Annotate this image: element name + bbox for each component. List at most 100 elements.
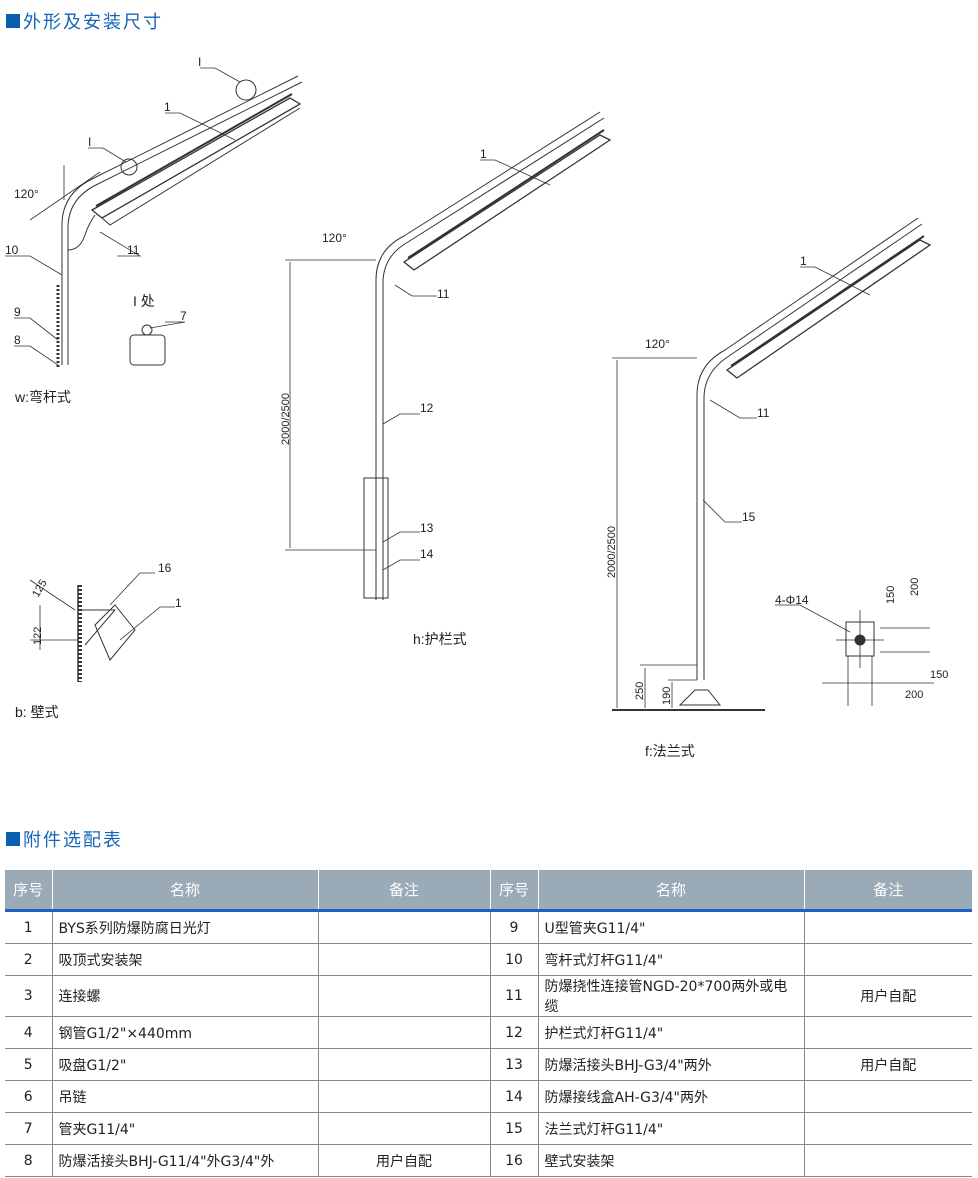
cell-remark xyxy=(318,1080,491,1113)
label-150b: 150 xyxy=(930,669,948,681)
header-no: 序号 xyxy=(5,870,53,912)
cell-remark xyxy=(318,1016,491,1049)
label-12: 12 xyxy=(420,401,434,415)
label-i-mid: I xyxy=(88,135,91,149)
cell-no: 1 xyxy=(5,910,53,944)
label-200a: 200 xyxy=(909,578,921,596)
cell-remark xyxy=(318,943,491,976)
label-1: 1 xyxy=(480,147,487,161)
cell-no: 9 xyxy=(490,910,539,944)
label-125: 125 xyxy=(30,578,50,600)
cell-no: 16 xyxy=(490,1144,539,1177)
cell-remark xyxy=(318,1048,491,1081)
section-title-text: 外形及安装尺寸 xyxy=(23,12,163,33)
cell-no: 7 xyxy=(5,1112,53,1145)
cell-no: 14 xyxy=(490,1080,539,1113)
label-i-top: I xyxy=(198,55,201,69)
cell-remark: 用户自配 xyxy=(804,975,972,1017)
label-9: 9 xyxy=(14,305,21,319)
cell-name: 管夹G11/4" xyxy=(52,1112,319,1145)
cell-name: 防爆活接头BHJ-G11/4"外G3/4"外 xyxy=(52,1144,319,1177)
cell-no: 8 xyxy=(5,1144,53,1177)
table-header-row: 序号 名称 备注 序号 名称 备注 xyxy=(5,870,972,912)
caption-b: b: 壁式 xyxy=(15,704,59,720)
label-height: 2000/2500 xyxy=(280,393,292,445)
cell-remark xyxy=(804,910,972,944)
cell-name: 连接螺 xyxy=(52,975,319,1017)
cell-remark: 用户自配 xyxy=(318,1144,491,1177)
label-7: 7 xyxy=(180,309,187,323)
cell-remark xyxy=(804,1144,972,1177)
cell-remark xyxy=(804,1016,972,1049)
cell-no: 12 xyxy=(490,1016,539,1049)
header-name: 名称 xyxy=(538,870,805,912)
label-14: 14 xyxy=(420,547,434,561)
cell-remark xyxy=(804,943,972,976)
cell-name: BYS系列防爆防腐日光灯 xyxy=(52,910,319,944)
cell-remark xyxy=(804,1112,972,1145)
cell-name: 法兰式灯杆G11/4" xyxy=(538,1112,805,1145)
label-13: 13 xyxy=(420,521,434,535)
label-1: 1 xyxy=(800,254,807,268)
label-250: 250 xyxy=(634,682,646,700)
cell-no: 4 xyxy=(5,1016,53,1049)
label-190: 190 xyxy=(661,687,673,705)
label-angle: 120° xyxy=(322,231,347,245)
drawing-h: 1 120° 11 12 13 14 2000/2500 h:护栏式 xyxy=(280,111,612,647)
caption-f: f:法兰式 xyxy=(645,743,695,759)
label-15: 15 xyxy=(742,510,756,524)
label-16: 16 xyxy=(158,561,172,575)
cell-name: 吸盘G1/2" xyxy=(52,1048,319,1081)
label-200b: 200 xyxy=(905,689,923,701)
caption-h: h:护栏式 xyxy=(413,631,467,647)
cell-remark xyxy=(318,910,491,944)
title-marker xyxy=(6,14,20,28)
label-150a: 150 xyxy=(885,586,897,604)
label-11: 11 xyxy=(437,287,450,301)
cell-name: 防爆挠性连接管NGD-20*700两外或电缆 xyxy=(538,975,805,1017)
header-remark: 备注 xyxy=(318,870,491,912)
label-8: 8 xyxy=(14,333,21,347)
section-title-dimensions: 外形及安装尺寸 xyxy=(6,8,163,34)
cell-name: 钢管G1/2"×440mm xyxy=(52,1016,319,1049)
cell-no: 13 xyxy=(490,1048,539,1081)
cell-no: 3 xyxy=(5,975,53,1017)
drawing-w: I 1 I 120° 10 11 9 8 I 处 7 w:弯杆式 xyxy=(5,55,303,405)
cell-no: 6 xyxy=(5,1080,53,1113)
label-11: 11 xyxy=(757,406,770,420)
label-10: 10 xyxy=(5,243,19,257)
header-name: 名称 xyxy=(52,870,319,912)
cell-name: 防爆接线盒AH-G3/4"两外 xyxy=(538,1080,805,1113)
cell-remark: 用户自配 xyxy=(804,1048,972,1081)
cell-no: 5 xyxy=(5,1048,53,1081)
label-holes: 4-Φ14 xyxy=(775,593,809,607)
cell-name: 弯杆式灯杆G11/4" xyxy=(538,943,805,976)
title-marker xyxy=(6,832,20,846)
cell-no: 15 xyxy=(490,1112,539,1145)
cell-name: 护栏式灯杆G11/4" xyxy=(538,1016,805,1049)
cell-name: 防爆活接头BHJ-G3/4"两外 xyxy=(538,1048,805,1081)
cell-name: 吊链 xyxy=(52,1080,319,1113)
cell-remark xyxy=(318,1112,491,1145)
label-detail: I 处 xyxy=(133,293,155,309)
cell-no: 2 xyxy=(5,943,53,976)
section-title-text: 附件选配表 xyxy=(23,830,123,851)
label-1: 1 xyxy=(175,596,182,610)
label-height: 2000/2500 xyxy=(606,526,618,578)
drawing-f: 1 120° 11 15 2000/2500 250 190 4-Φ14 150… xyxy=(606,217,948,759)
cell-name: 壁式安装架 xyxy=(538,1144,805,1177)
cell-no: 11 xyxy=(490,975,539,1017)
label-angle: 120° xyxy=(14,187,39,201)
cell-remark xyxy=(804,1080,972,1113)
caption-w: w:弯杆式 xyxy=(14,389,71,405)
